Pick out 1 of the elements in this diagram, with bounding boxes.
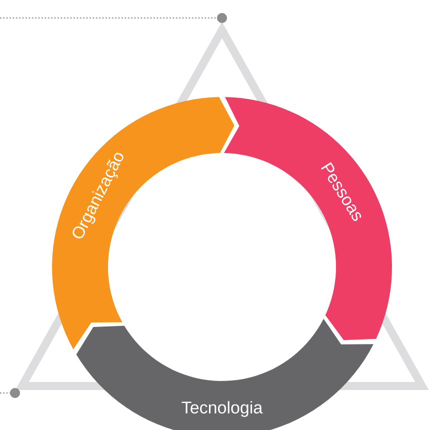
arrow-segment: Tecnologia [76, 318, 374, 430]
